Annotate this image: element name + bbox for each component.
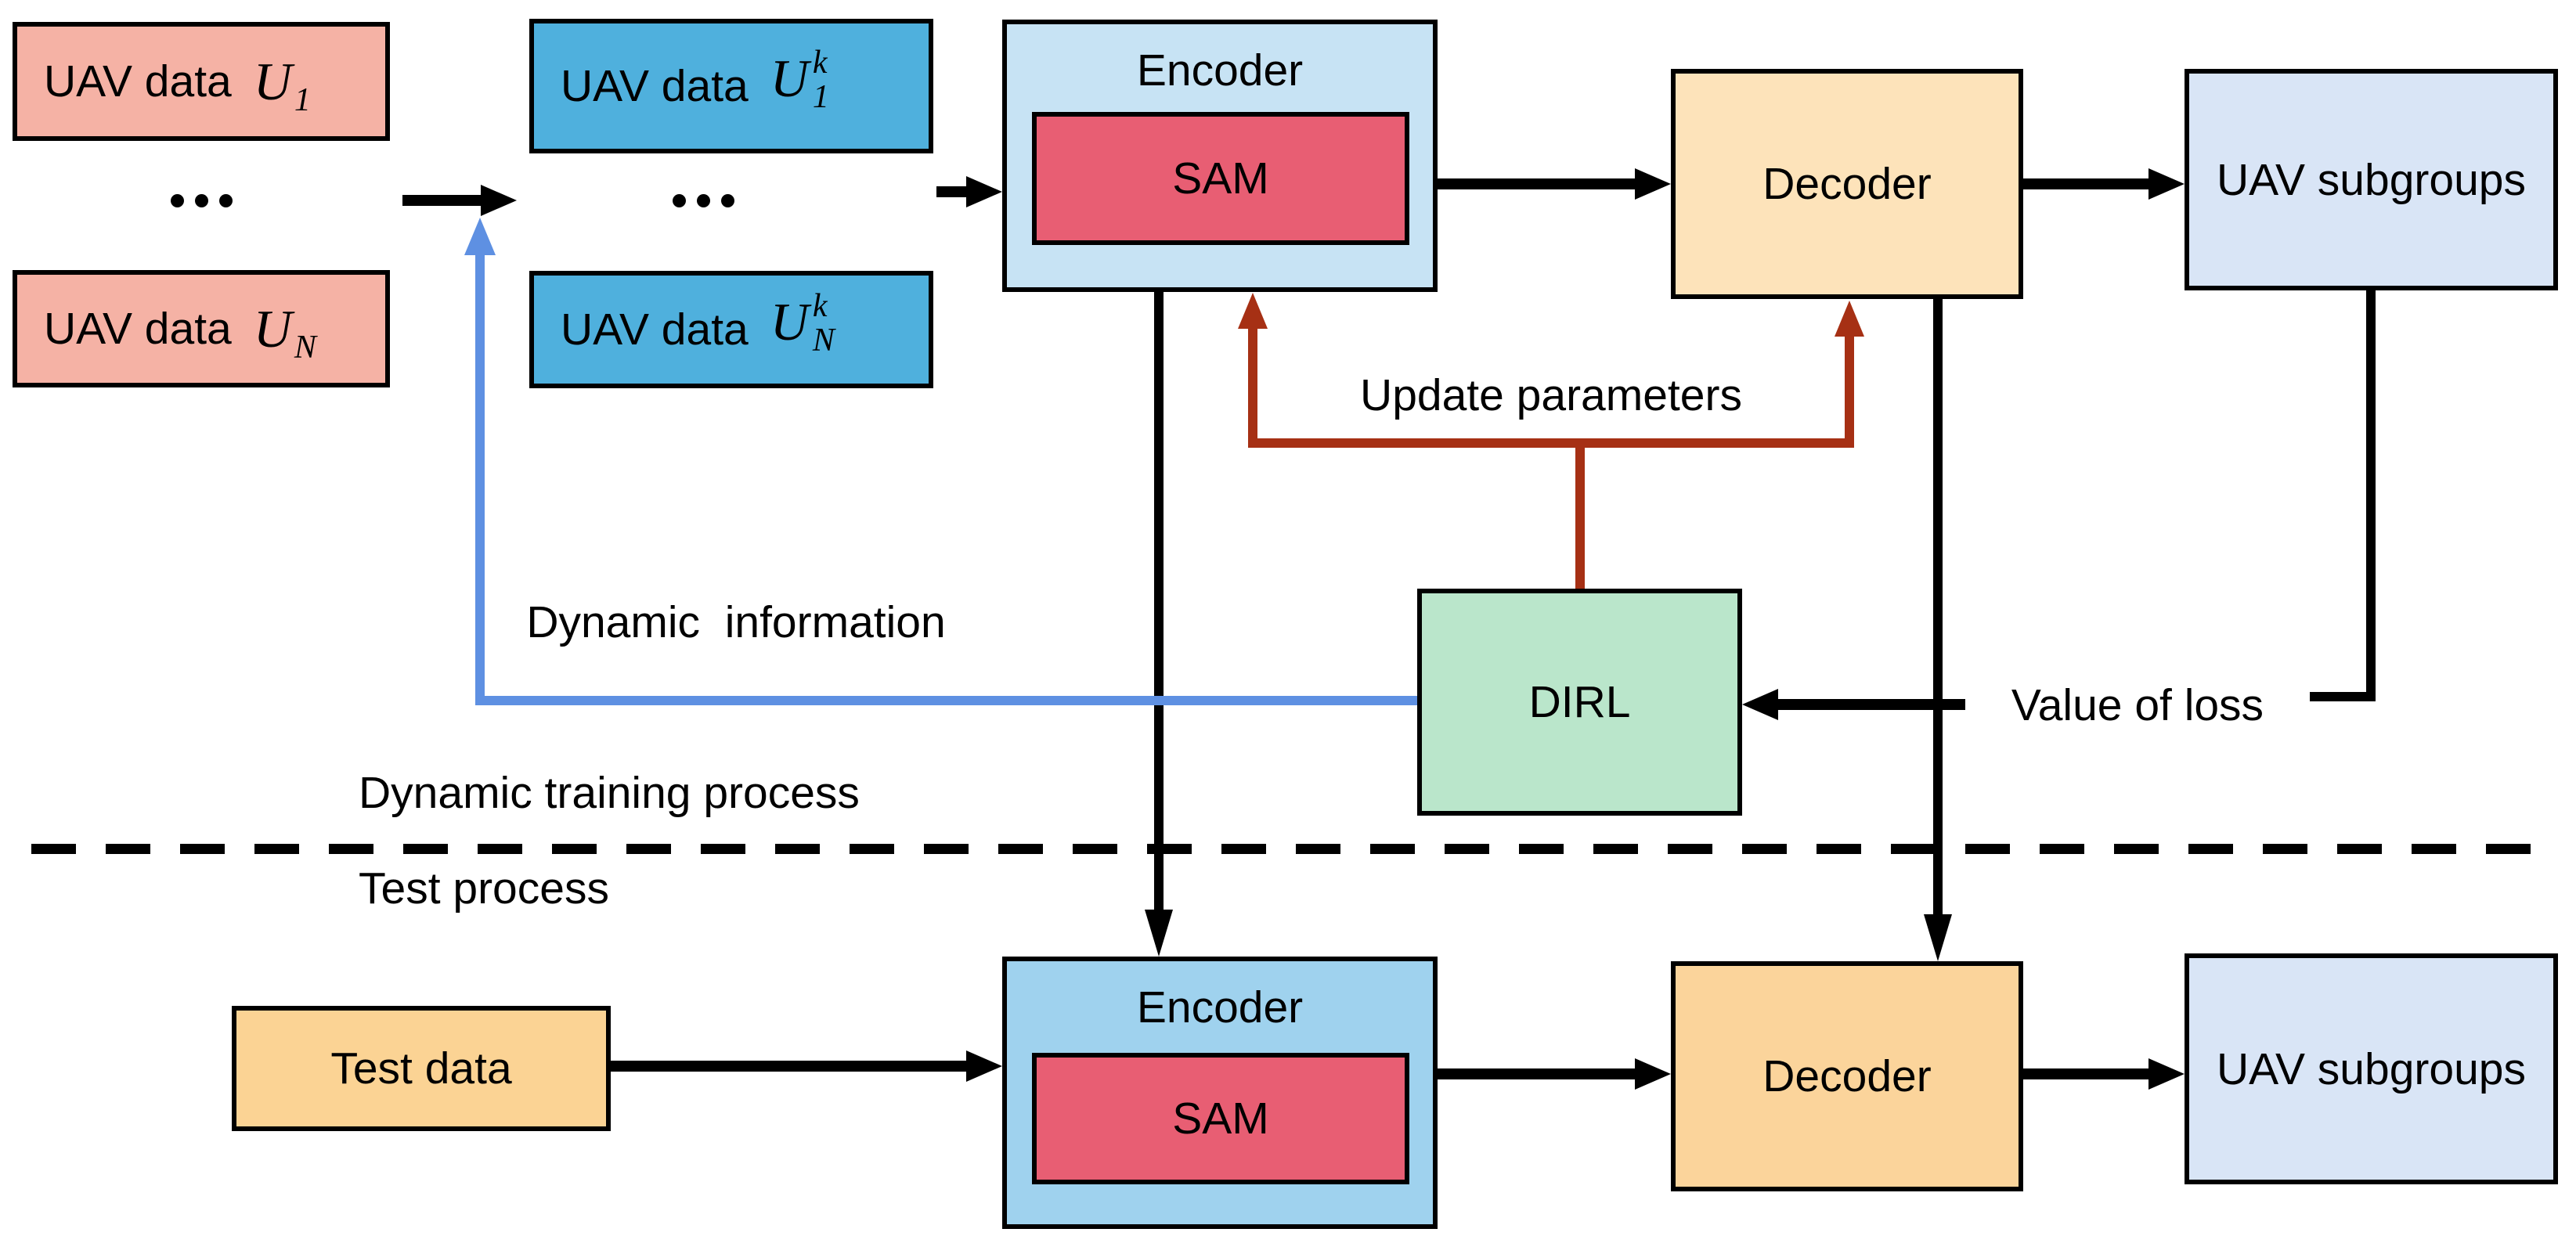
subgroups-loss-line-stub [2310, 692, 2376, 701]
process-separator-dashed-line [31, 844, 2557, 854]
dynamic-information-label: Dynamic information [526, 597, 946, 647]
sam-top-box: SAM [1032, 112, 1409, 245]
arrow-encoder-to-decoder-bottom [1438, 1068, 1635, 1079]
dynamic-info-line-horizontal [480, 696, 1417, 705]
arrow-decoder-to-subgroups-bottom-head [2148, 1058, 2185, 1090]
test-process-label: Test process [359, 863, 609, 913]
dirl-label: DIRL [1528, 677, 1631, 727]
update-left-arm [1248, 329, 1257, 448]
update-stem [1575, 443, 1585, 589]
dynamic-info-line-vertical [475, 255, 485, 705]
value-of-loss-label: Value of loss [2011, 680, 2264, 730]
dynamic-info-line-head [464, 218, 496, 255]
arrow-k-to-encoder-head [966, 176, 1002, 207]
uav-subgroups-top-box: UAV subgroups [2185, 69, 2558, 290]
sam-top-label: SAM [1172, 153, 1269, 204]
update-right-arm-head [1835, 301, 1864, 337]
uav-subgroups-bottom-label: UAV subgroups [2217, 1043, 2526, 1094]
arrow-loss-to-dirl [1778, 699, 1965, 710]
decoder-top-label: Decoder [1762, 159, 1932, 209]
encoder-down-line [1154, 292, 1164, 910]
arrow-encoder-to-decoder-bottom-head [1635, 1058, 1671, 1090]
ellipsis-left [171, 194, 233, 207]
dirl-box: DIRL [1417, 589, 1742, 816]
sam-bottom-box: SAM [1032, 1053, 1409, 1184]
arrow-encoder-to-decoder-head [1635, 168, 1671, 200]
decoder-top-box: Decoder [1671, 69, 2023, 299]
decoder-down-line-head [1924, 914, 1952, 961]
encoder-bottom-label: Encoder [1136, 982, 1304, 1032]
arrow-loss-to-dirl-head [1742, 689, 1778, 720]
test-data-box: Test data [232, 1006, 611, 1131]
uav-data-n-label: UAV data [44, 304, 232, 354]
arrow-encoder-to-decoder [1438, 178, 1635, 189]
sam-bottom-label: SAM [1172, 1094, 1269, 1144]
arrow-k-to-encoder [936, 186, 966, 197]
arrow-raw-to-k-head [481, 185, 517, 216]
encoder-down-line-head [1145, 910, 1173, 957]
decoder-down-line [1933, 299, 1943, 914]
ellipsis-middle [673, 194, 734, 207]
arrow-testdata-to-encoder [611, 1061, 966, 1072]
decoder-bottom-box: Decoder [1671, 961, 2023, 1191]
arrow-decoder-to-subgroups-bottom [2023, 1068, 2148, 1079]
arrow-decoder-to-subgroups-head [2148, 168, 2185, 200]
uav-data-1k-label: UAV data [561, 61, 749, 111]
test-data-label: Test data [330, 1043, 512, 1094]
uav-data-1-label: UAV data [44, 56, 232, 106]
uav-data-nk-label: UAV data [561, 304, 749, 355]
uav-subgroups-bottom-box: UAV subgroups [2185, 953, 2558, 1184]
arrow-decoder-to-subgroups [2023, 178, 2148, 189]
update-bar [1248, 438, 1854, 448]
arrow-raw-to-k [402, 195, 481, 206]
dynamic-training-process-label: Dynamic training process [359, 768, 860, 818]
update-left-arm-head [1238, 293, 1268, 329]
update-right-arm [1845, 337, 1854, 448]
subgroups-loss-line-vertical [2366, 290, 2376, 701]
encoder-top-label: Encoder [1136, 45, 1304, 95]
uav-subgroups-top-label: UAV subgroups [2217, 154, 2526, 205]
decoder-bottom-label: Decoder [1762, 1051, 1932, 1101]
update-parameters-label: Update parameters [1360, 370, 1742, 420]
arrow-testdata-to-encoder-head [966, 1050, 1002, 1082]
